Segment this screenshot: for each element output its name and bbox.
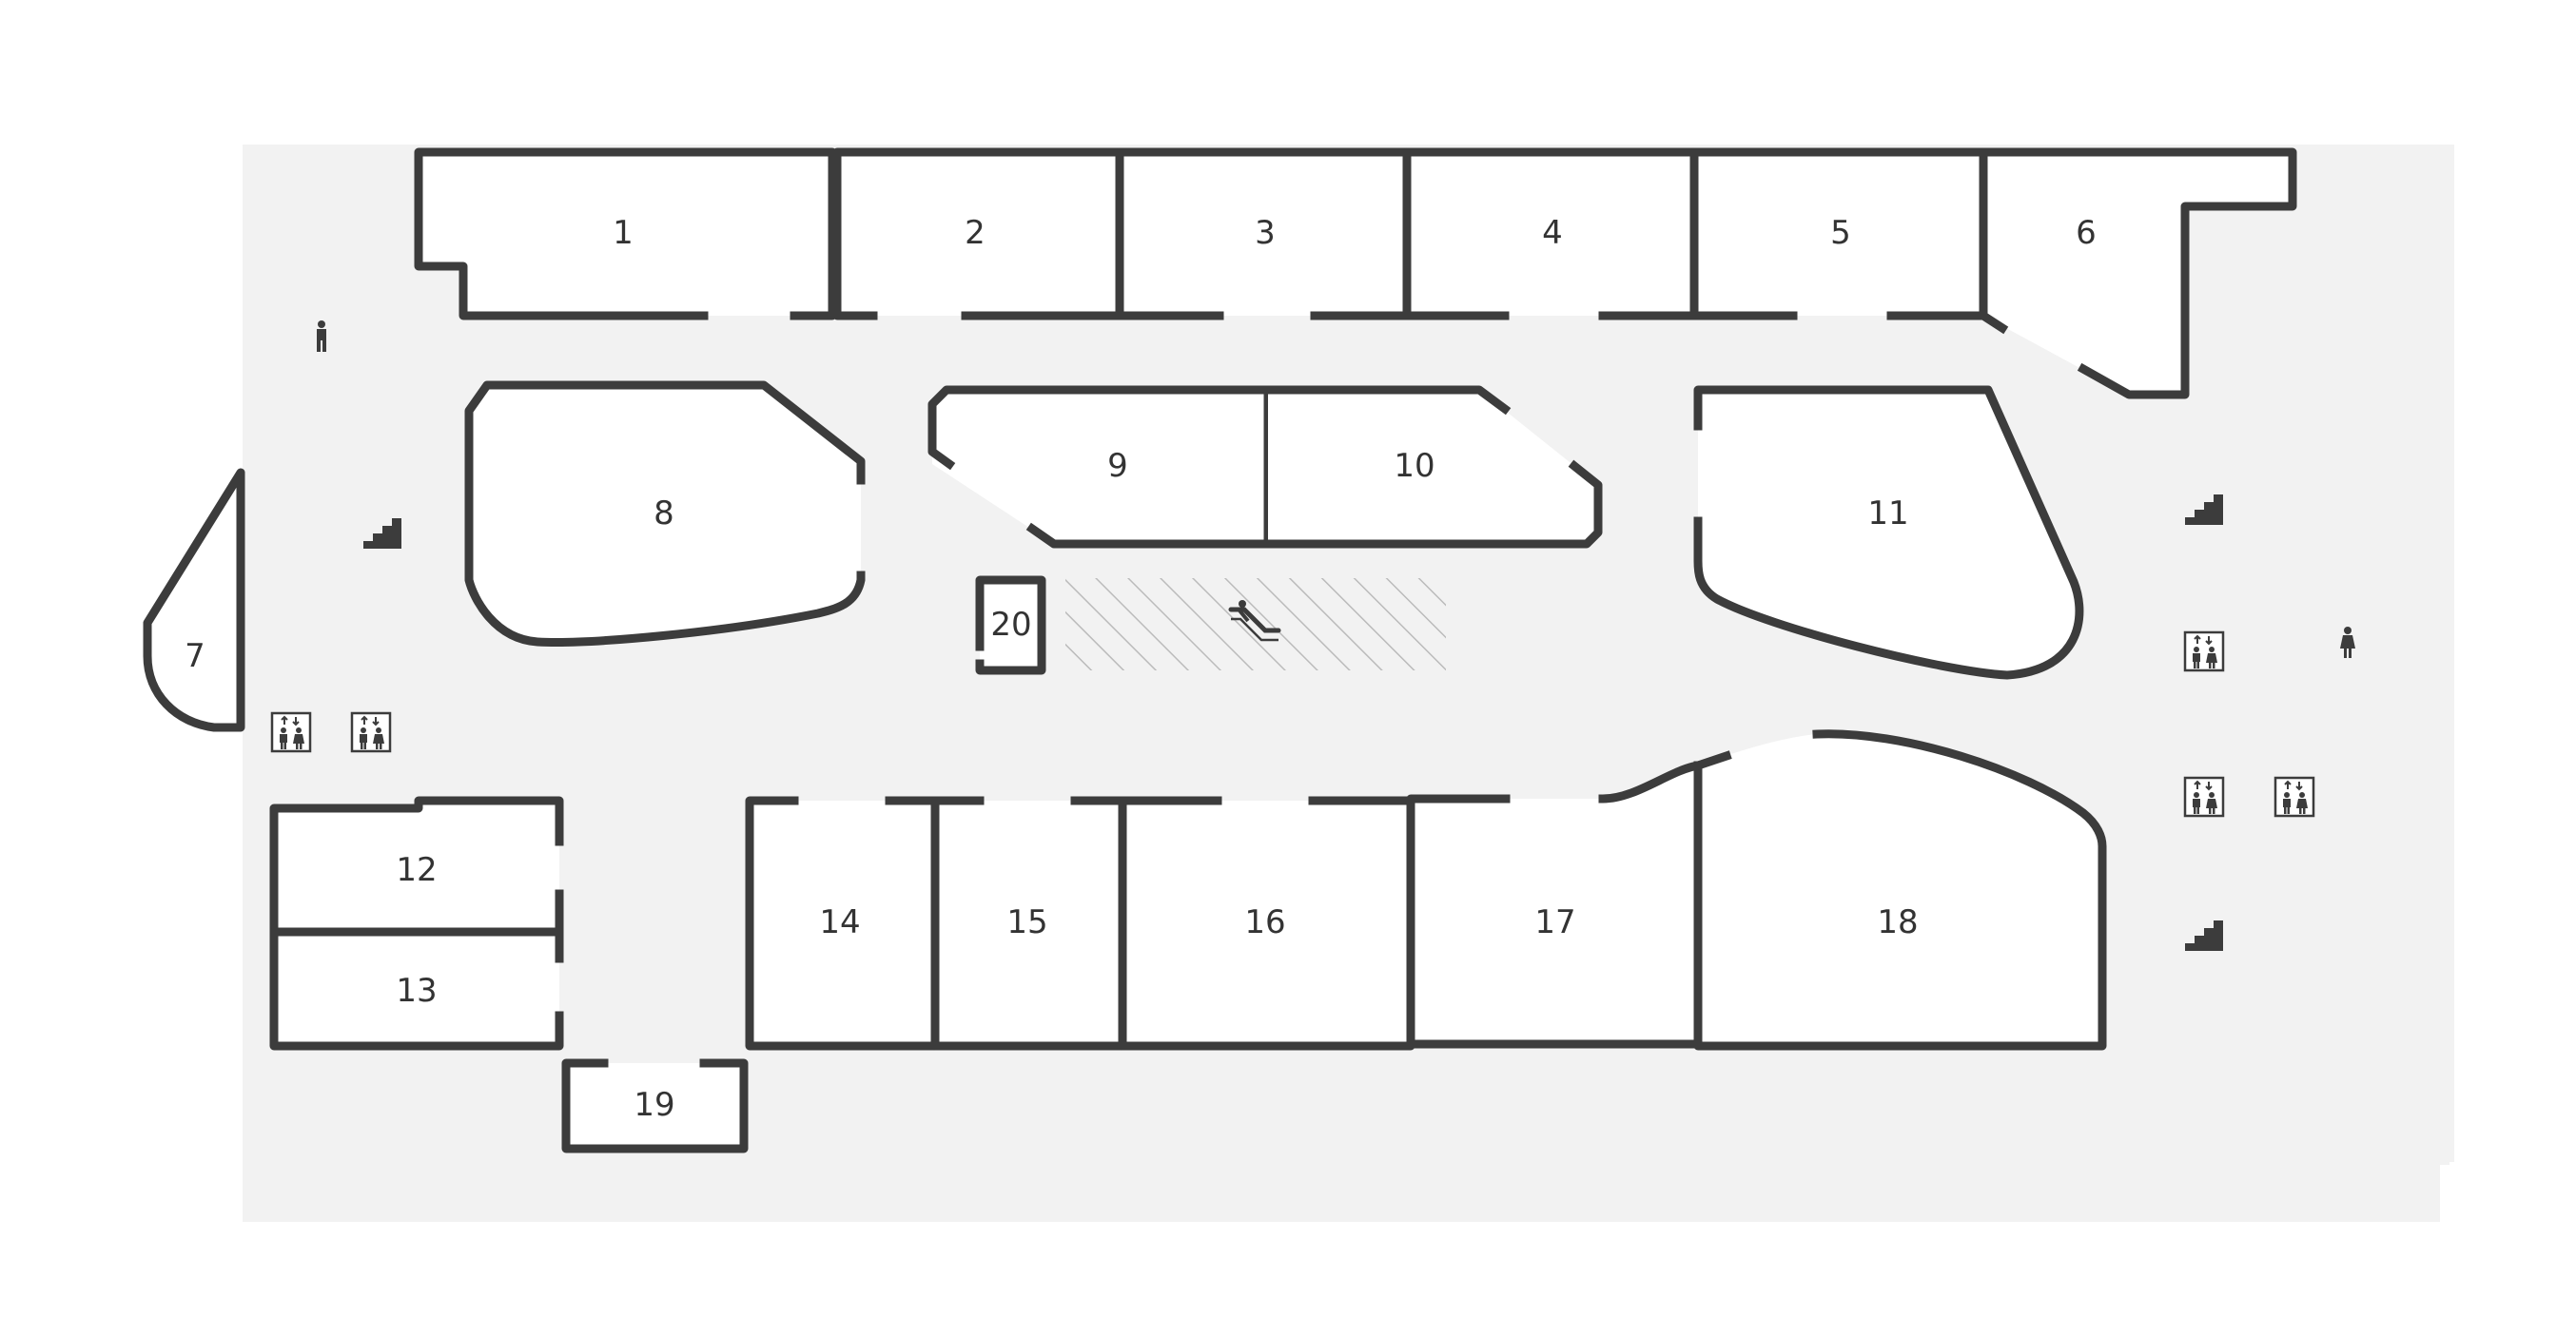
unit-14-label: 14 xyxy=(819,903,860,941)
elevator-icon xyxy=(2183,776,2225,818)
unit-20-label: 20 xyxy=(990,606,1031,644)
female-toilet-icon xyxy=(2340,627,2355,658)
unit-1-label: 1 xyxy=(613,214,634,252)
unit-12[interactable]: 12 xyxy=(269,796,564,937)
unit-16[interactable]: 16 xyxy=(1118,796,1415,1051)
unit-13-label: 13 xyxy=(396,972,437,1010)
elevator-icon xyxy=(270,711,312,753)
unit-19[interactable]: 19 xyxy=(561,1058,749,1153)
unit-18-label: 18 xyxy=(1877,903,1918,941)
unit-4-label: 4 xyxy=(1542,214,1563,252)
unit-9[interactable]: 9 xyxy=(927,385,1273,549)
unit-3-label: 3 xyxy=(1255,214,1276,252)
unit-6[interactable]: 6 xyxy=(1977,147,2297,399)
unit-17[interactable]: 17 xyxy=(1406,760,1704,1049)
unit-10-label: 10 xyxy=(1394,447,1434,485)
unit-13[interactable]: 13 xyxy=(269,927,564,1051)
unit-8-label: 8 xyxy=(654,494,674,533)
elevator-icon xyxy=(350,711,392,753)
unit-3[interactable]: 3 xyxy=(1115,147,1412,320)
unit-9-label: 9 xyxy=(1107,447,1128,485)
male-toilet-icon xyxy=(317,320,326,352)
unit-2[interactable]: 2 xyxy=(832,147,1124,320)
unit-12-label: 12 xyxy=(396,851,437,889)
unit-15[interactable]: 15 xyxy=(930,796,1127,1051)
escalator-icon xyxy=(1228,600,1281,642)
unit-20[interactable]: 20 xyxy=(975,575,1046,675)
unit-4[interactable]: 4 xyxy=(1402,147,1699,320)
unit-5-label: 5 xyxy=(1830,214,1851,252)
unit-18[interactable]: 18 xyxy=(1692,729,2107,1051)
unit-1[interactable]: 1 xyxy=(414,147,837,320)
elevator-icon xyxy=(2274,776,2315,818)
unit-5[interactable]: 5 xyxy=(1689,147,1988,320)
elevator-icon xyxy=(2183,630,2225,672)
unit-19-label: 19 xyxy=(634,1086,674,1124)
unit-6-label: 6 xyxy=(2076,214,2097,252)
unit-2-label: 2 xyxy=(965,214,986,252)
unit-14[interactable]: 14 xyxy=(745,796,940,1051)
unit-7[interactable]: 7 xyxy=(143,468,245,732)
unit-11-label: 11 xyxy=(1867,494,1908,533)
unit-15-label: 15 xyxy=(1006,903,1047,941)
unit-16-label: 16 xyxy=(1244,903,1285,941)
unit-10[interactable]: 10 xyxy=(1263,385,1603,549)
unit-8[interactable]: 8 xyxy=(464,380,866,647)
unit-17-label: 17 xyxy=(1534,903,1575,941)
unit-7-label: 7 xyxy=(185,637,205,675)
unit-11[interactable]: 11 xyxy=(1693,385,2084,680)
